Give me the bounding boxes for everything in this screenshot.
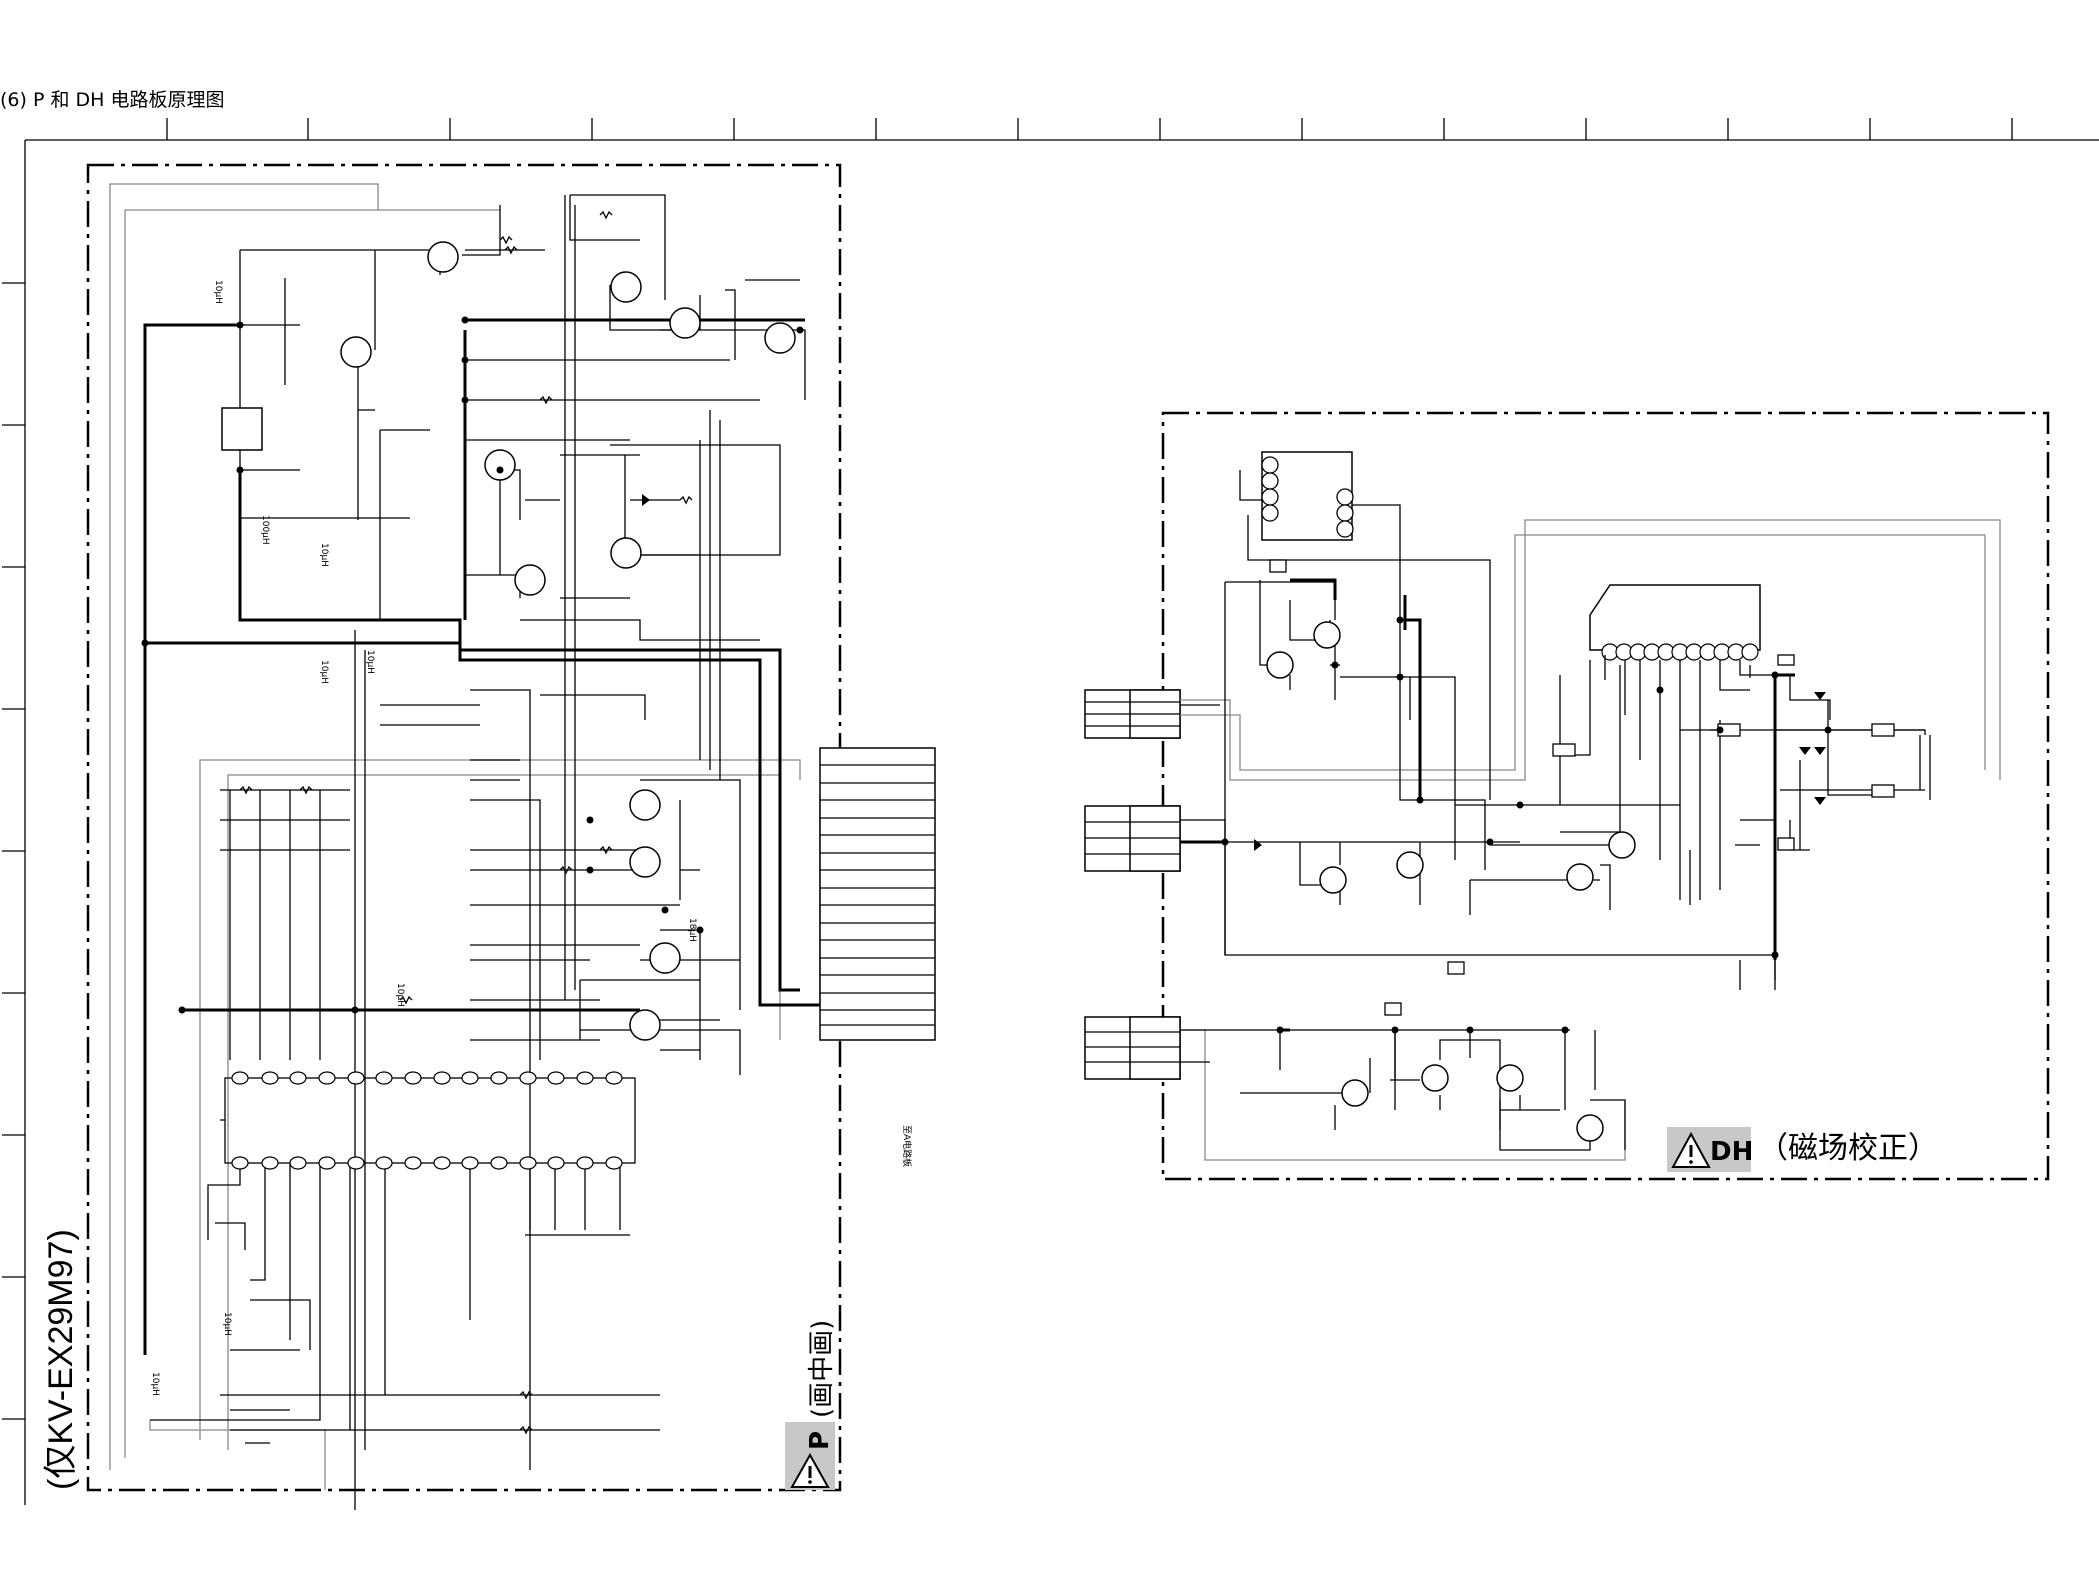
- p-output-connector: [819, 747, 936, 1041]
- board-p-badge: P (画中画): [785, 1320, 837, 1490]
- warning-icon: [790, 1452, 830, 1488]
- board-dh: DH （磁场校正）: [642, 411, 2050, 1181]
- inductor-label: 18μH: [687, 918, 697, 942]
- inductor-label: 10μH: [319, 660, 329, 684]
- inductor-label: 10μH: [213, 280, 223, 304]
- connector-caption: 至A电路板: [901, 1125, 913, 1167]
- pip-ic-body: [224, 1077, 636, 1164]
- inductor-label: 10μH: [365, 650, 375, 674]
- board-p-label: P: [805, 1431, 835, 1450]
- model-note: (仅KV-EX29M97): [42, 1229, 80, 1490]
- dh-connector-3: [1084, 1016, 1181, 1080]
- p-transistors: [340, 241, 796, 1041]
- board-dh-desc: （磁场校正）: [1758, 1131, 1938, 1166]
- coil-connector: [1261, 451, 1354, 541]
- filter-block: [221, 407, 263, 451]
- board-dh-outline: [1161, 411, 2050, 1181]
- sheet-border: [2, 118, 2099, 1505]
- board-p: 至A电路板 10μH 100μH 10μH 10μH 10μH 18μH 10μ…: [42, 163, 936, 1510]
- page-title: (6) P 和 DH 电路板原理图: [0, 89, 225, 111]
- board-dh-label: DH: [1710, 1137, 1753, 1167]
- inductor-label: 10μH: [395, 983, 405, 1007]
- board-p-desc: (画中画): [807, 1320, 837, 1418]
- inductor-label: 10μH: [222, 1312, 232, 1336]
- dh-ic: [1589, 584, 1761, 661]
- warning-icon: [1671, 1131, 1711, 1168]
- inductor-label: 10μH: [150, 1372, 160, 1396]
- dh-transistors: [1266, 621, 1636, 1142]
- inductor-label: 10μH: [319, 543, 329, 567]
- dh-connector-2: [1084, 805, 1181, 872]
- board-dh-badge: DH （磁场校正）: [1667, 1127, 1938, 1172]
- inductor-label: 100μH: [260, 515, 270, 545]
- dh-connector-1: [1084, 689, 1181, 739]
